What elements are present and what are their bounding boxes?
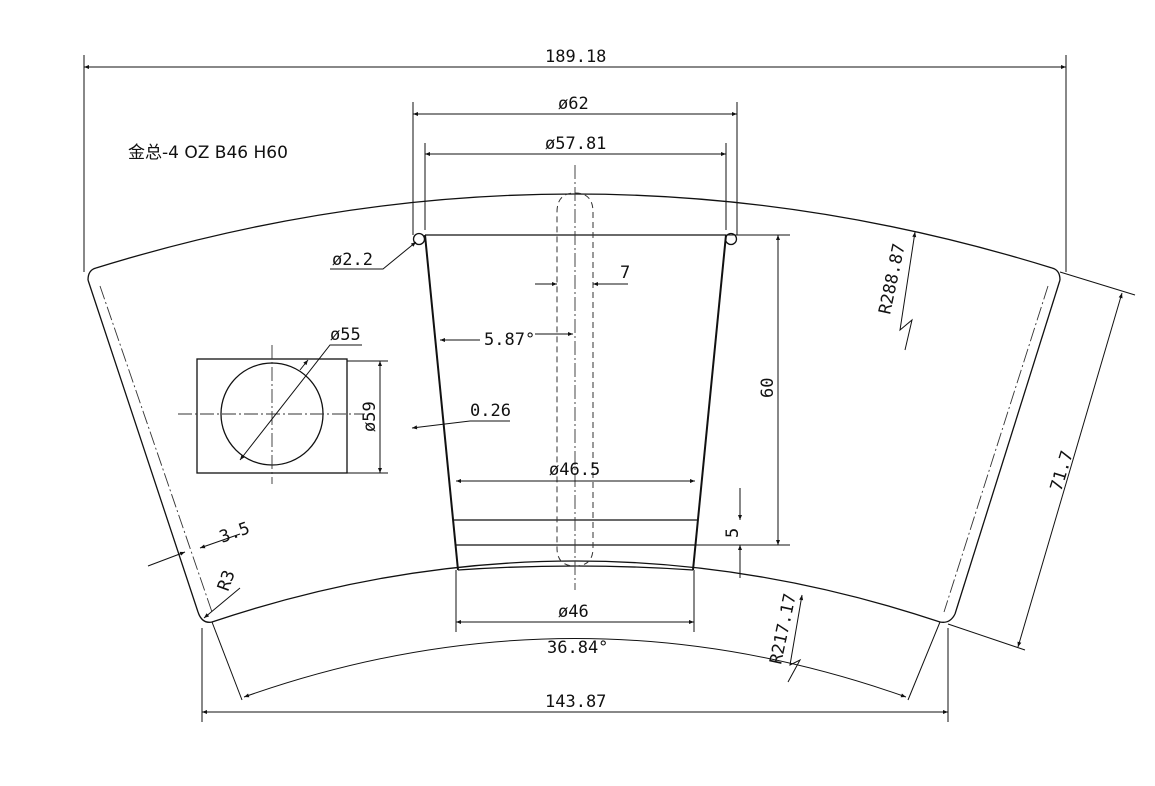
rim-hole-right — [724, 232, 738, 246]
dim-inner-radius: R217.17 — [766, 592, 800, 666]
dim-top-diameter: ø62 — [558, 94, 589, 114]
dim-bottom-diameter: ø46 — [558, 602, 589, 622]
dim-sector-angle: 36.84° — [547, 638, 608, 658]
part-title: 金总-4 OZ B46 H60 — [128, 143, 288, 163]
dim-corner-radius: R3 — [214, 568, 240, 594]
dimension-lines — [83, 55, 1136, 722]
dim-rim-diameter: ø57.81 — [545, 134, 606, 154]
dim-circle-diameter: ø55 — [330, 325, 361, 345]
dim-bottom-chord: 143.87 — [545, 692, 606, 712]
dim-bottom-step: 5 — [723, 528, 743, 538]
cup-profile — [412, 165, 738, 590]
dim-inner-diameter: ø46.5 — [549, 460, 600, 480]
fan-blank-outline — [87, 193, 1061, 623]
dim-hole-diameter: ø2.2 — [332, 250, 373, 270]
dim-taper-angle: 5.87° — [484, 330, 535, 350]
dim-height: 60 — [758, 378, 778, 398]
dim-overall-width: 189.18 — [545, 47, 606, 67]
dim-square-size: ø59 — [360, 401, 380, 432]
dim-wall-thickness: 0.26 — [470, 401, 511, 421]
rim-hole-left — [412, 232, 426, 246]
square-with-circle — [178, 345, 365, 484]
dim-outer-radius: R288.87 — [875, 242, 909, 316]
dim-margin-offset: 3.5 — [217, 518, 253, 547]
dim-slot-width: 7 — [620, 263, 630, 283]
dim-side-length: 71.7 — [1047, 448, 1078, 493]
